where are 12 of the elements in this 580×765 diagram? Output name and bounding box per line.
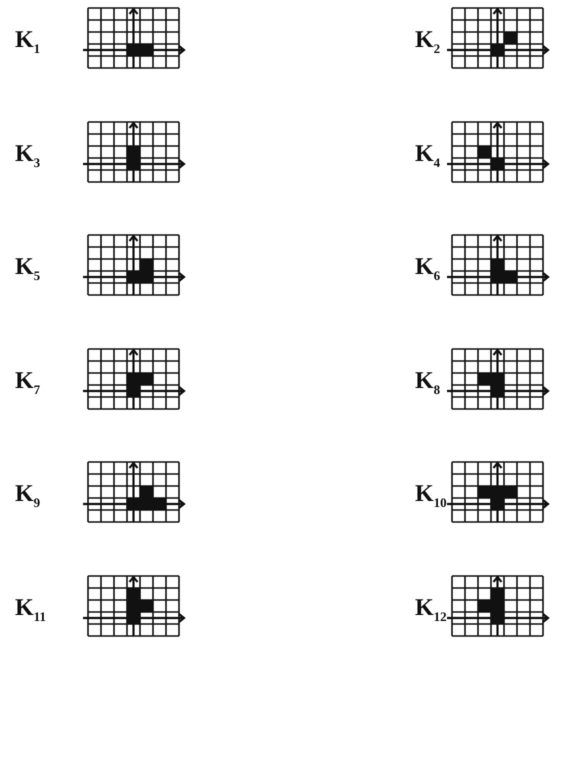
k-label: K$_{2}$ [415, 28, 440, 55]
k-label: K$_{10}$ [415, 482, 447, 509]
k-label: K$_{11}$ [15, 596, 46, 622]
k-label: K$_{9}$ [15, 482, 40, 509]
k-label: K$_{12}$ [415, 596, 447, 622]
k-label: K$_{6}$ [415, 255, 440, 282]
k-label: K$_{7}$ [15, 368, 40, 396]
k-label: K$_{4}$ [415, 142, 440, 168]
k-label: K$_{3}$ [15, 142, 40, 168]
k-label: K$_{1}$ [15, 28, 40, 55]
k-label: K$_{5}$ [15, 255, 40, 282]
k-label: K$_{8}$ [415, 368, 440, 396]
